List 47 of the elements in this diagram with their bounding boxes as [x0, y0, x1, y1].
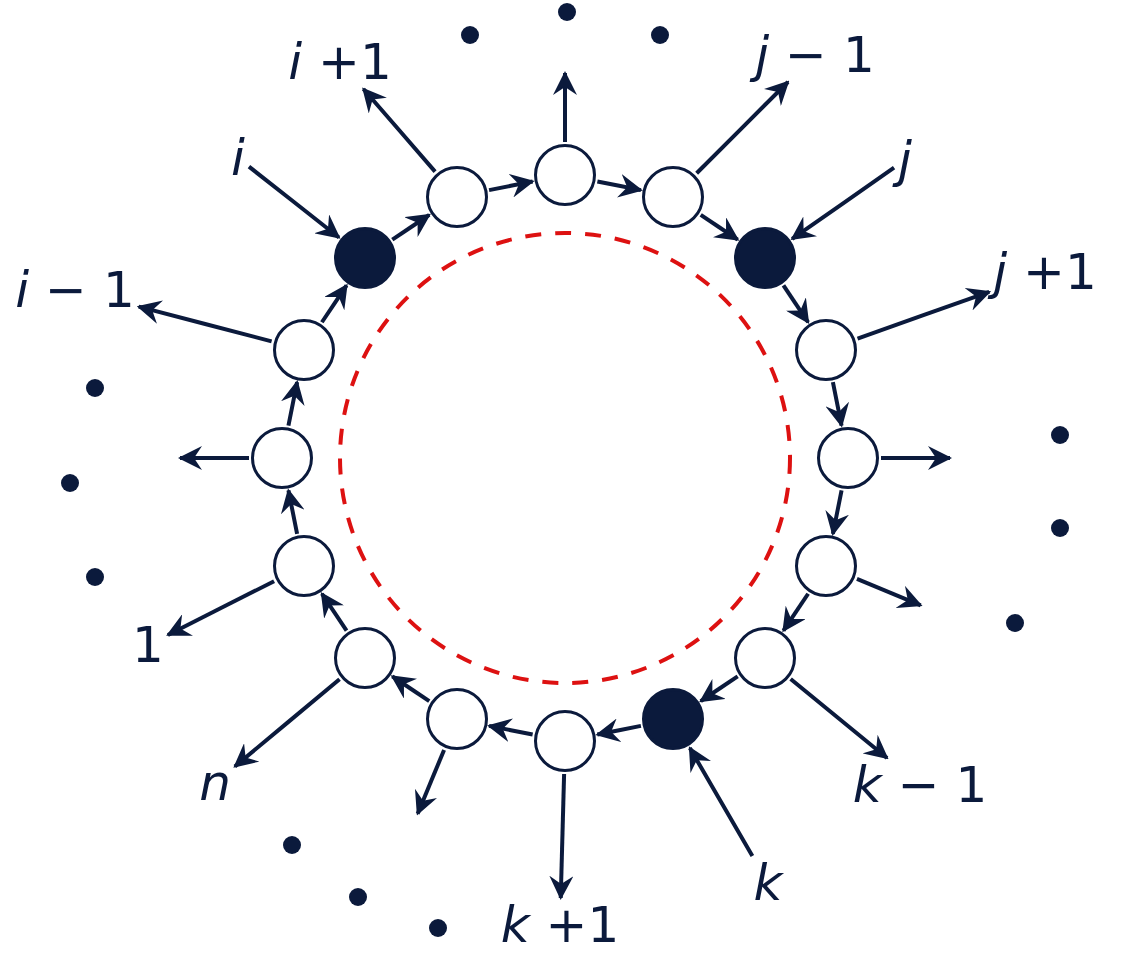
arrow [856, 577, 923, 608]
leg-label: i − 1 [11, 263, 139, 317]
arrow [415, 749, 446, 816]
arrow [790, 166, 896, 241]
arrow [825, 489, 849, 536]
arrow [549, 773, 574, 900]
leg-label: k [749, 856, 787, 910]
leg-label: j [894, 133, 916, 187]
arrow [487, 718, 534, 742]
arrow [281, 380, 305, 427]
arrow [488, 173, 535, 198]
leg-label: k +1 [496, 898, 624, 952]
arrow [789, 677, 889, 760]
arrow [596, 174, 643, 198]
arrow [881, 446, 952, 470]
arrow [699, 674, 739, 703]
open-vertex [333, 627, 396, 690]
arrow [280, 488, 305, 535]
open-vertex [734, 627, 797, 690]
leg-label: n [195, 756, 235, 810]
leg-label: i +1 [284, 35, 396, 89]
arrow [166, 579, 275, 637]
filled-vertex [333, 226, 396, 289]
arrow [781, 592, 810, 633]
arrow [247, 165, 341, 240]
arrow [178, 446, 249, 470]
arrow [781, 284, 810, 324]
arrow [320, 592, 349, 632]
leg-label: j − 1 [751, 28, 879, 82]
arrow [320, 283, 349, 324]
arrow [136, 300, 273, 344]
arrow [856, 287, 992, 341]
arrow [699, 213, 740, 242]
filled-vertex [734, 226, 797, 289]
arrow [688, 746, 755, 857]
arrow [361, 87, 437, 173]
leg-label: 1 [128, 618, 168, 672]
leg-label: k − 1 [848, 758, 992, 812]
leg-label: i [227, 131, 249, 185]
arrow [553, 71, 577, 142]
leg-label: j +1 [989, 245, 1101, 299]
arrow [595, 718, 642, 743]
arrow [233, 677, 341, 768]
arrow [390, 674, 431, 703]
arrow [825, 381, 850, 428]
arrow [695, 80, 790, 175]
arrow [391, 213, 431, 242]
